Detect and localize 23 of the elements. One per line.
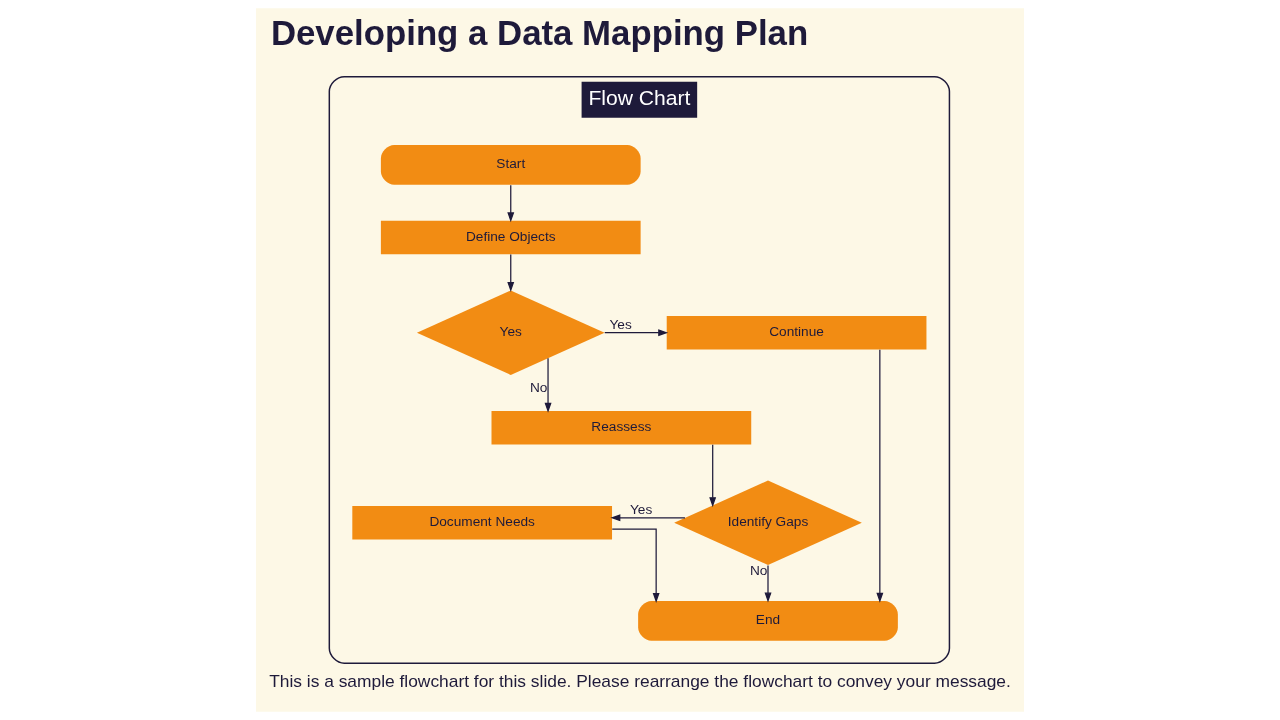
node-box: Reassess — [491, 410, 752, 445]
arrow — [611, 528, 660, 603]
node-box: Define Objects — [380, 220, 641, 255]
arrow — [876, 349, 884, 603]
node-box: Start — [380, 145, 641, 185]
node-diamond: Identify Gaps — [674, 480, 862, 566]
caption: This is a sample flowchart for this slide. Please rearrange the flowchart to convey your message. — [269, 671, 1011, 692]
edge-label: No — [529, 379, 548, 395]
edge-label: Yes — [630, 501, 653, 517]
node-box: Continue — [666, 315, 927, 350]
edge-label: Yes — [609, 316, 632, 332]
node-diamond: Yes — [416, 290, 605, 375]
arrow — [507, 253, 515, 292]
node-box: End — [638, 601, 898, 641]
arrow — [507, 184, 515, 223]
arrow — [544, 357, 552, 413]
arrow — [709, 444, 717, 508]
diagram-title: Developing a Data Mapping Plan — [270, 13, 809, 52]
arrow — [610, 514, 686, 522]
edge-label: No — [749, 563, 768, 579]
arrow — [604, 329, 669, 337]
node-box: Document Needs — [352, 506, 613, 540]
arrow — [764, 564, 772, 603]
